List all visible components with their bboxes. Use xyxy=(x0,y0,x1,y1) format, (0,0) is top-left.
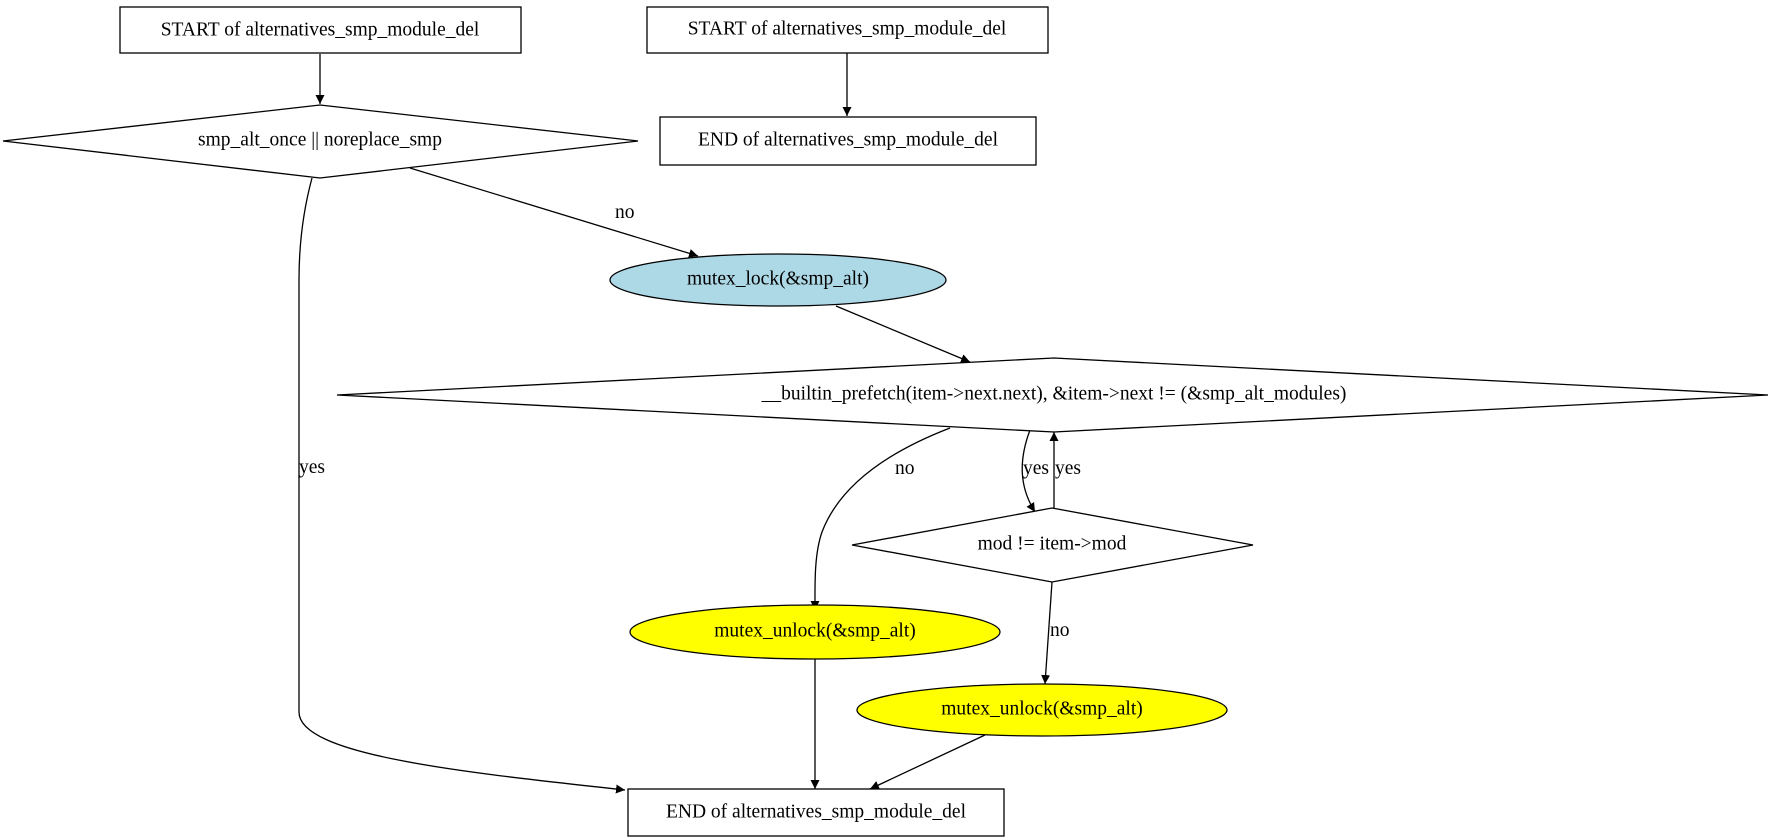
start-box-label: START of alternatives_smp_module_del xyxy=(688,18,1007,39)
mutex-lock-node: mutex_lock(&smp_alt) xyxy=(609,253,947,307)
condition-label: smp_alt_once || noreplace_smp xyxy=(198,129,442,150)
mutex-unlock-node: mutex_unlock(&smp_alt) xyxy=(856,683,1228,737)
edge-mod-no-to-unlock xyxy=(1041,581,1053,685)
edge-label-yes: yes xyxy=(299,457,325,478)
edge-lock-to-loop xyxy=(835,305,971,363)
end-box: END of alternatives_smp_module_del xyxy=(659,116,1037,166)
edge-label-no: no xyxy=(1050,620,1070,641)
end-box-label: END of alternatives_smp_module_del xyxy=(666,801,967,822)
edge-label-no: no xyxy=(895,458,915,479)
module-check-label: mod != item->mod xyxy=(978,533,1127,554)
start-box-label: START of alternatives_smp_module_del xyxy=(161,19,480,40)
module-check-diamond: mod != item->mod xyxy=(851,507,1254,583)
edge-condition-no-to-lock xyxy=(409,167,699,258)
edge-labels: no yes no yes yes no xyxy=(299,202,1081,641)
mutex-lock-label: mutex_lock(&smp_alt) xyxy=(687,268,869,289)
edge-label-yes: yes xyxy=(1023,458,1049,479)
edge-loop-no-to-unlock xyxy=(810,427,951,611)
mutex-unlock-label: mutex_unlock(&smp_alt) xyxy=(941,698,1142,719)
mutex-unlock-label: mutex_unlock(&smp_alt) xyxy=(714,620,915,641)
edge-condition-yes-to-end xyxy=(298,177,626,794)
loop-condition-label: __builtin_prefetch(item->next.next), &it… xyxy=(761,383,1347,404)
edge-loop-yes-to-mod xyxy=(1021,429,1036,513)
edge-label-yes: yes xyxy=(1055,458,1081,479)
end-box-label: END of alternatives_smp_module_del xyxy=(698,129,999,150)
start-box: START of alternatives_smp_module_del xyxy=(646,6,1049,54)
nodes: START of alternatives_smp_module_del smp… xyxy=(2,6,1769,837)
mutex-unlock-node: mutex_unlock(&smp_alt) xyxy=(629,604,1001,660)
edges xyxy=(298,53,1059,794)
start-box: START of alternatives_smp_module_del xyxy=(119,6,522,54)
loop-condition-diamond: __builtin_prefetch(item->next.next), &it… xyxy=(336,357,1769,433)
edge-unlock-to-end-b xyxy=(869,734,986,790)
edge-label-no: no xyxy=(615,202,635,223)
end-box: END of alternatives_smp_module_del xyxy=(627,788,1005,837)
condition-diamond: smp_alt_once || noreplace_smp xyxy=(2,104,639,179)
